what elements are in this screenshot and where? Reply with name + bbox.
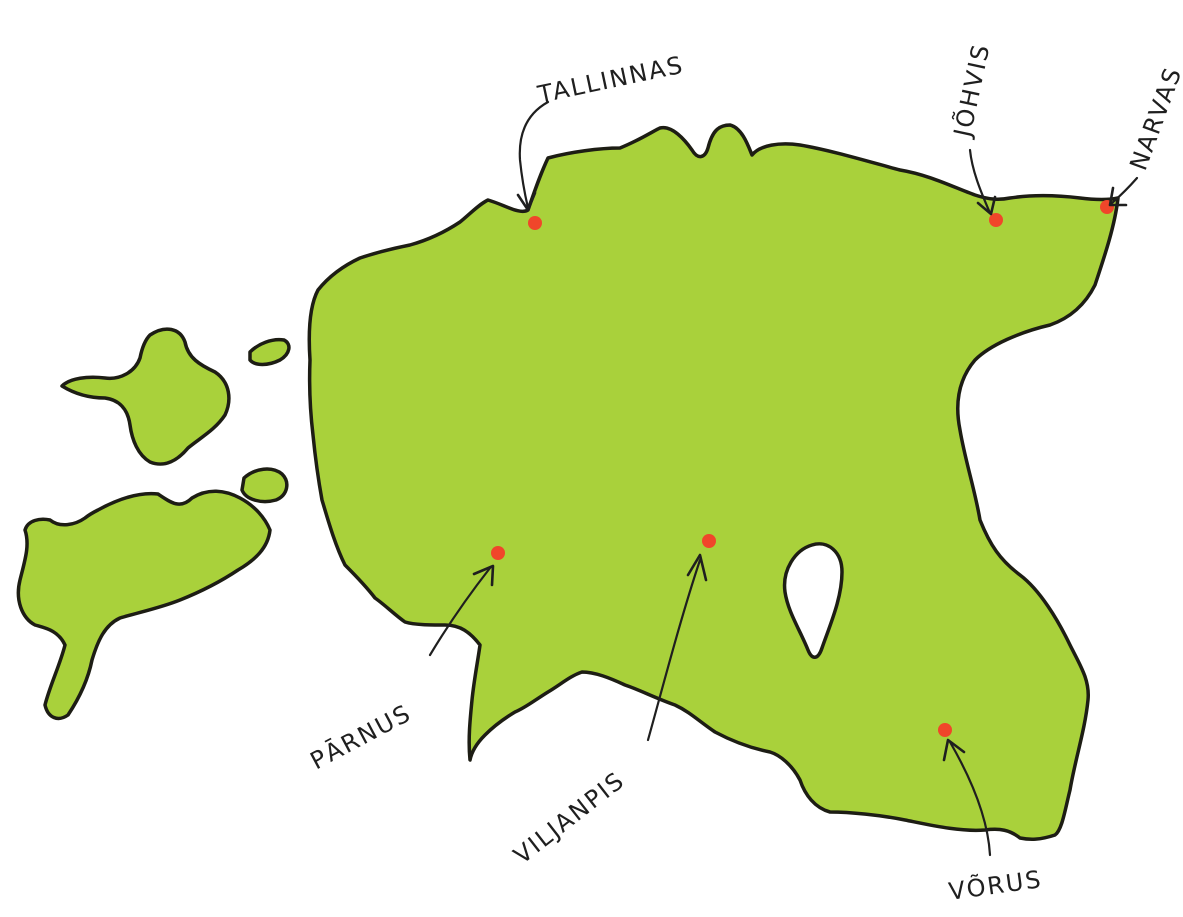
arrow-narva bbox=[1108, 176, 1139, 207]
label-johvi: JÕHVIS bbox=[946, 40, 995, 141]
arrow-tallinn bbox=[516, 100, 550, 212]
arrow-johvi bbox=[968, 148, 997, 216]
lake bbox=[782, 542, 844, 659]
island-vormsi bbox=[248, 337, 291, 367]
mainland bbox=[307, 123, 1120, 841]
arrow-viljandi bbox=[646, 553, 708, 742]
city-marker-parnu[interactable] bbox=[491, 546, 505, 560]
city-marker-johvi[interactable] bbox=[989, 213, 1003, 227]
island-hiiumaa bbox=[60, 327, 231, 466]
label-voru: VÕRUS bbox=[947, 863, 1045, 906]
island-muhu bbox=[240, 467, 289, 504]
city-marker-viljandi[interactable] bbox=[702, 534, 716, 548]
island-saaremaa bbox=[16, 489, 272, 721]
label-parnu: PĀRNUS bbox=[305, 698, 416, 775]
city-marker-voru[interactable] bbox=[938, 723, 952, 737]
label-tallinn: TALLINNAS bbox=[534, 51, 686, 109]
city-marker-tallinn[interactable] bbox=[528, 216, 542, 230]
label-narva: NARVAS bbox=[1124, 63, 1183, 174]
label-viljandi: VILJANPIS bbox=[508, 766, 630, 870]
arrow-parnu bbox=[428, 564, 495, 657]
arrow-voru bbox=[942, 738, 992, 857]
